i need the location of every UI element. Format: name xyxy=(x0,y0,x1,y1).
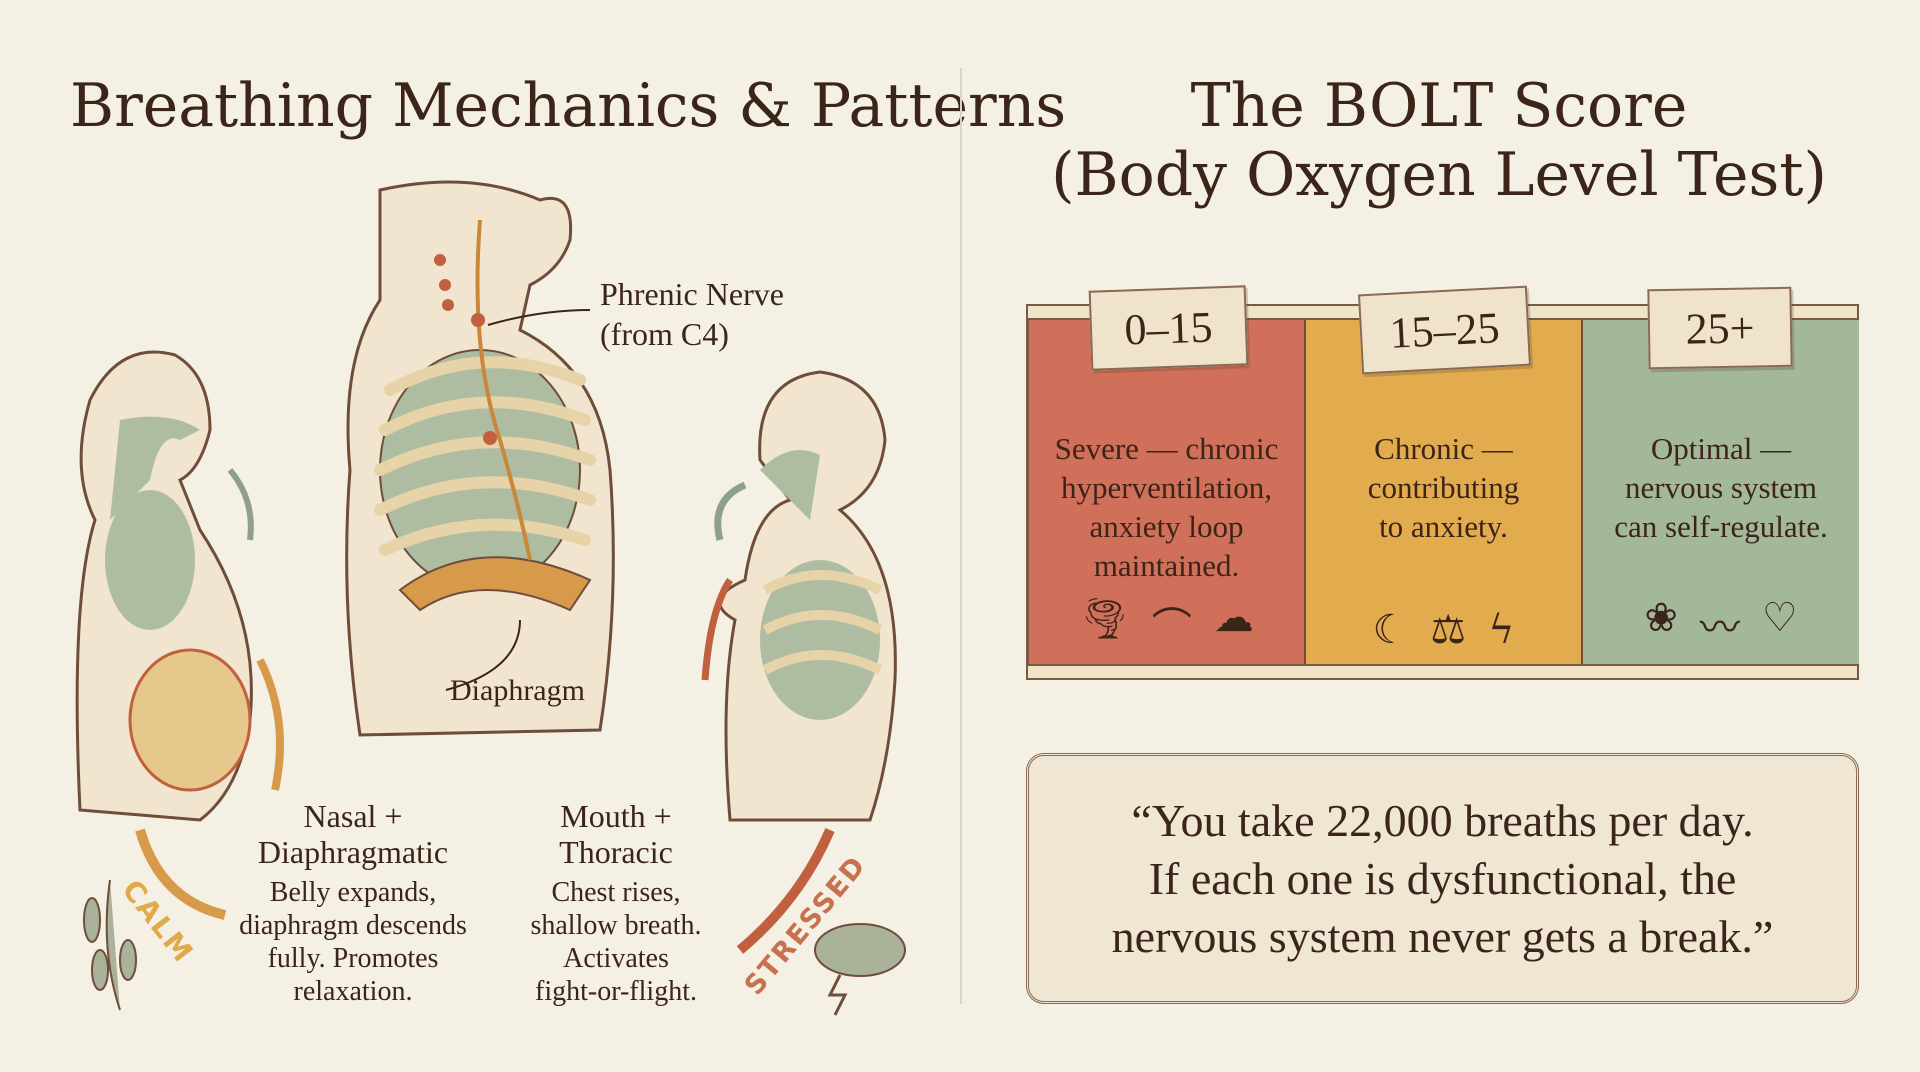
text-line: contributing xyxy=(1367,470,1520,505)
stressed-description: Mouth + Thoracic Chest rises, shallow br… xyxy=(506,798,726,1008)
phrenic-line1: Phrenic Nerve xyxy=(600,276,784,312)
text-line: nervous system xyxy=(1624,470,1817,505)
central-anatomy-figure xyxy=(345,180,615,737)
calm-body-line: relaxation. xyxy=(293,976,413,1007)
bolt-column-severe: Severe — chronic hyperventilation, anxie… xyxy=(1029,309,1306,673)
breathing-illustration xyxy=(75,180,906,1016)
severe-icons: 🌪 ⌒ ☁ xyxy=(1079,595,1254,653)
range-tag-15-25: 15–25 xyxy=(1358,285,1531,375)
tornado-icon: 🌪 xyxy=(1079,596,1130,642)
quote-text: “You take 22,000 breaths per day. If eac… xyxy=(1112,792,1774,966)
lotus-icon: ❀ xyxy=(1644,595,1678,641)
calm-description: Nasal + Diaphragmatic Belly expands, dia… xyxy=(223,798,483,1008)
phrenic-nerve-label: Phrenic Nerve (from C4) xyxy=(600,274,784,354)
calm-heading-line1: Nasal + xyxy=(303,798,403,834)
wave-icon: 〰 xyxy=(1699,605,1740,651)
scales-icon: ⚖ xyxy=(1430,607,1467,653)
storm-cloud-icon: ☁ xyxy=(1213,595,1254,641)
lightning-icon: ϟ xyxy=(1488,607,1515,653)
quote-line: nervous system never gets a break.” xyxy=(1111,910,1774,962)
stressed-heading-line1: Mouth + xyxy=(560,798,672,834)
diaphragm-label: Diaphragm xyxy=(450,674,585,707)
stressed-body-line: shallow breath. xyxy=(530,910,702,941)
text-line: anxiety loop xyxy=(1089,509,1244,544)
quote-line: If each one is dysfunctional, the xyxy=(1148,852,1737,904)
stressed-body-line: fight-or-flight. xyxy=(535,976,697,1007)
range-tag-0-15: 0–15 xyxy=(1088,285,1249,371)
bolt-title: The BOLT Score (Body Oxygen Level Test) xyxy=(1039,72,1839,210)
calm-body-line: fully. Promotes xyxy=(267,943,439,974)
stressed-figure xyxy=(701,370,906,1016)
stressed-body-line: Activates xyxy=(563,943,669,974)
left-title: Breathing Mechanics & Patterns xyxy=(70,71,1067,141)
optimal-icons: ❀ 〰 ♡ xyxy=(1644,595,1797,653)
calm-heading-line2: Diaphragmatic xyxy=(257,834,449,870)
stressed-heading-line2: Thoracic xyxy=(559,834,673,870)
calm-body-line: diaphragm descends xyxy=(239,910,467,941)
text-line: to anxiety. xyxy=(1379,509,1508,544)
bolt-title-line1: The BOLT Score xyxy=(1190,71,1688,141)
moon-icon: ☾ xyxy=(1372,607,1409,653)
optimal-text: Optimal — nervous system can self-regula… xyxy=(1614,429,1827,546)
bolt-title-line2: (Body Oxygen Level Test) xyxy=(1051,140,1827,210)
chronic-text: Chronic — contributing to anxiety. xyxy=(1368,429,1520,546)
text-line: Chronic — xyxy=(1374,431,1513,466)
phrenic-line2: (from C4) xyxy=(600,316,729,352)
severe-text: Severe — chronic hyperventilation, anxie… xyxy=(1055,429,1279,585)
calm-figure xyxy=(75,350,284,1011)
calm-body-line: Belly expands, xyxy=(269,877,437,908)
bolt-column-optimal: Optimal — nervous system can self-regula… xyxy=(1583,309,1859,673)
headache-icon: ⌒ xyxy=(1151,605,1192,651)
text-line: Severe — chronic xyxy=(1054,431,1279,466)
text-line: maintained. xyxy=(1093,548,1240,583)
chronic-icons: ☾ ⚖ ϟ xyxy=(1372,607,1514,653)
heartbeat-icon: ♡ xyxy=(1761,595,1798,641)
quote-line: “You take 22,000 breaths per day. xyxy=(1131,794,1754,846)
stressed-body-line: Chest rises, xyxy=(551,877,681,908)
quote-box: “You take 22,000 breaths per day. If eac… xyxy=(1026,753,1859,1004)
panel-bottom-rail xyxy=(1026,664,1859,680)
divider xyxy=(960,68,962,1004)
text-line: Optimal — xyxy=(1650,431,1792,466)
bolt-score-panel: Severe — chronic hyperventilation, anxie… xyxy=(1026,309,1859,676)
text-line: hyperventilation, xyxy=(1061,470,1272,505)
range-tag-25-plus: 25+ xyxy=(1647,286,1793,370)
text-line: can self-regulate. xyxy=(1614,509,1828,544)
